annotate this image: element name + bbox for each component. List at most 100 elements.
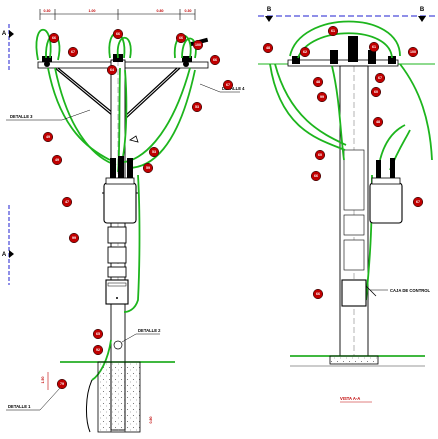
callout-bubble [92,344,104,356]
transformer [369,158,403,224]
brace-right [123,67,181,121]
callout-number: 49 [46,135,50,139]
callout-bubble [106,64,118,76]
detail-1-label: DETALLE 1 [8,404,31,409]
wrap-segment [107,226,127,244]
callout-number: 61 [331,29,335,33]
callout-bubble [327,25,339,37]
side-view: B B [258,7,435,403]
callout-bubble [209,54,221,66]
crossarm [287,59,399,67]
callout-number: 53 [152,150,156,154]
callout-number: 49 [55,158,59,162]
meter-box [105,279,129,305]
dimension-label: 0.80 [149,417,153,424]
callout-number: 48 [376,120,380,124]
callout-number: 60 [318,153,322,157]
callout-number: 65 [96,332,100,336]
callout-number: 66 [316,292,320,296]
callout-bubble [51,154,63,166]
callout-bubble [61,196,73,208]
section-letter: A [2,31,7,37]
callout-number: 67 [226,83,230,87]
callout-number: 48 [316,80,320,84]
callout-number: 66 [179,36,183,40]
section-letter: B [267,7,272,13]
detail-4-label: DETALLE 4 [222,86,245,91]
callout-number: 100 [195,43,201,47]
section-marker-a-top: A [2,24,14,70]
insulators-top [292,36,396,64]
callout-bubble [48,32,60,44]
callout-number: 92 [96,348,100,352]
detail-2-label: DETALLE 2 [138,328,161,333]
callout-bubble [299,46,311,58]
callout-bubble [312,76,324,88]
callout-bubble [192,39,204,51]
callout-number: 66 [116,32,120,36]
section-letter: A [2,252,7,258]
callout-bubble [56,378,68,390]
detail-3-label: DETALLE 3 [10,114,33,119]
callout-bubble [312,288,324,300]
section-marker-a-bottom: A [2,205,14,285]
callout-bubble [42,131,54,143]
cutout-fuses [110,135,139,178]
callout-bubble [68,232,80,244]
front-view: 0.30 1.00 0.80 0.30 A A [2,9,245,433]
callout-number: 99 [320,95,324,99]
callout-number: 47 [65,200,69,204]
dimension-label: 0.30 [44,9,51,13]
callout-bubble [314,149,326,161]
view-title: VISTA A-A [340,396,360,401]
dimension-label: 1.50 [41,377,45,384]
callout-bubble [407,46,419,58]
transformer [102,177,138,224]
callout-bubble [316,91,328,103]
callout-number: 64 [110,68,114,72]
callout-bubble [412,196,424,208]
control-box: CAJA DE CONTROL [341,279,431,307]
callout-bubble [372,116,384,128]
callout-bubble [67,46,79,58]
callout-bubble [374,72,386,84]
section-letter: B [420,7,425,13]
concrete-base [329,355,379,365]
callout-bubble [175,32,187,44]
section-marker-b: B B [258,7,435,22]
callout-number: 59 [146,166,150,170]
callout-number: 100 [410,50,416,54]
callout-bubble [142,162,154,174]
callout-bubble [191,101,203,113]
callout-number: 62 [303,50,307,54]
callout-number: 61 [372,45,376,49]
callout-bubble [368,41,380,53]
brace-left [54,67,119,121]
top-dimension-line: 0.30 1.00 0.80 0.30 [39,9,196,20]
callout-bubble [148,146,160,158]
callout-number: 53 [195,105,199,109]
callout-bubble [112,28,124,40]
control-box-label: CAJA DE CONTROL [390,288,431,293]
concrete-base [97,361,141,433]
callout-number: 66 [314,174,318,178]
dimension-label: 0.80 [157,9,164,13]
callout-number: 67 [416,200,420,204]
callout-bubble [262,42,274,54]
dimension-label: 0.30 [185,9,192,13]
callout-bubble [92,328,104,340]
wrap-segment [107,246,127,264]
callout-number: 67 [71,50,75,54]
callout-number: 67 [378,76,382,80]
callout-bubble [310,170,322,182]
callout-number: 79 [60,382,64,386]
callout-bubble [370,86,382,98]
dimension-label: 1.00 [89,9,96,13]
callout-number: 60 [374,90,378,94]
callout-bubble [222,79,234,91]
callout-number: 66 [213,58,217,62]
